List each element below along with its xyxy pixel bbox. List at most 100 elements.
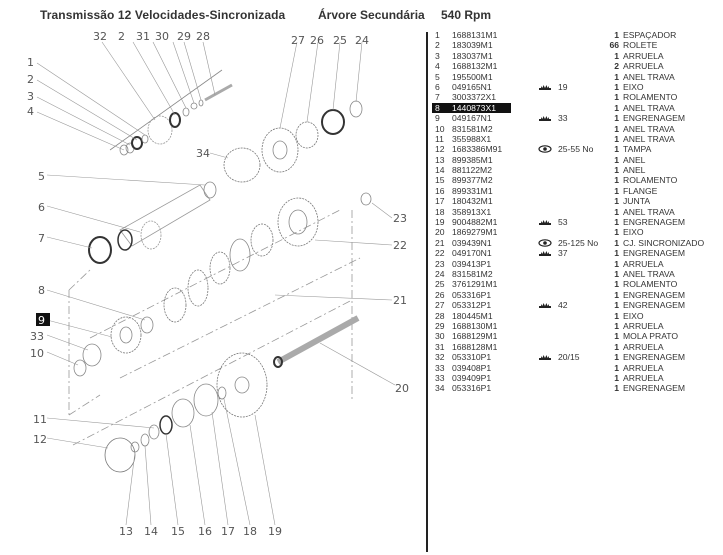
part-2-roller-b bbox=[169, 112, 181, 128]
part-description: ARRUELA bbox=[623, 362, 664, 373]
part-spec-text: 33 bbox=[558, 113, 568, 124]
part-description: EIXO bbox=[623, 81, 644, 92]
part-code: 183039M1 bbox=[452, 40, 493, 51]
part-row[interactable]: 10 831581M2 1 ANEL TRAVA bbox=[430, 124, 723, 134]
part-description: ARRUELA bbox=[623, 258, 664, 269]
callout-10: 10 bbox=[30, 347, 44, 360]
part-number: 14 bbox=[435, 165, 445, 176]
part-description: ANEL TRAVA bbox=[623, 123, 675, 134]
part-quantity: 1 bbox=[614, 50, 619, 61]
part-quantity: 1 bbox=[614, 113, 619, 124]
part-description: ENGRENAGEM bbox=[623, 289, 686, 300]
part-description: ENGRENAGEM bbox=[623, 113, 686, 124]
part-spec: 37 bbox=[538, 248, 568, 258]
part-number: 32 bbox=[435, 352, 445, 363]
part-spec-text: 37 bbox=[558, 248, 568, 259]
part-spec-text: 53 bbox=[558, 217, 568, 228]
part-description: ARRUELA bbox=[623, 372, 664, 383]
shaft-6-end bbox=[117, 229, 133, 251]
part-spec-text: 25-55 No bbox=[558, 144, 594, 155]
part-number: 30 bbox=[435, 331, 445, 342]
part-quantity: 1 bbox=[614, 92, 619, 103]
part-description: ROLAMENTO bbox=[623, 92, 678, 103]
part-number: 3 bbox=[435, 50, 440, 61]
part-quantity: 1 bbox=[614, 123, 619, 134]
callout-9-highlight bbox=[36, 313, 50, 326]
shaft-28 bbox=[204, 83, 233, 102]
part-spec: 19 bbox=[538, 82, 568, 92]
part-code: 039408P1 bbox=[452, 362, 492, 373]
part-quantity: 1 bbox=[614, 165, 619, 176]
callout-30: 30 bbox=[155, 30, 169, 43]
callout-33: 33 bbox=[30, 330, 44, 343]
part-description: ANEL TRAVA bbox=[623, 268, 675, 279]
part-23-washer bbox=[360, 192, 372, 206]
part-description: CJ. SINCRONIZADO bbox=[623, 237, 705, 248]
part-number: 34 bbox=[435, 383, 445, 394]
part-spec: 20/15 bbox=[538, 352, 580, 362]
callout-20: 20 bbox=[395, 382, 409, 395]
callout-17: 17 bbox=[221, 525, 235, 538]
part-number: 12 bbox=[435, 144, 445, 155]
part-code: 053316P1 bbox=[452, 289, 492, 300]
part-number: 10 bbox=[435, 123, 445, 134]
part-code: 049170N1 bbox=[452, 248, 492, 259]
callout-23: 23 bbox=[393, 212, 407, 225]
part-32-gear bbox=[147, 115, 173, 145]
part-code: 899385M1 bbox=[452, 154, 493, 165]
part-code: 9004882M1 bbox=[452, 217, 498, 228]
part-description: ROLAMENTO bbox=[623, 175, 678, 186]
part-code: 039439N1 bbox=[452, 237, 492, 248]
part-description: ANEL bbox=[623, 154, 646, 165]
part-description: ENGRENAGEM bbox=[623, 352, 686, 363]
part-number: 27 bbox=[435, 300, 445, 311]
part-code: 899377M2 bbox=[452, 175, 493, 186]
part-description: ANEL TRAVA bbox=[623, 102, 675, 113]
part-spec-text: 19 bbox=[558, 81, 568, 92]
part-code: 831581M2 bbox=[452, 123, 493, 134]
part-code: 355988X1 bbox=[452, 133, 492, 144]
part-11-snapring bbox=[148, 424, 160, 440]
part-number: 18 bbox=[435, 206, 445, 217]
part-spec: 33 bbox=[538, 113, 568, 123]
part-description: ROLAMENTO bbox=[623, 279, 678, 290]
part-34-gear bbox=[223, 147, 261, 183]
part-code: 053310P1 bbox=[452, 352, 492, 363]
callout-1: 1 bbox=[27, 56, 34, 69]
part-spec: 25-55 No bbox=[538, 144, 593, 154]
